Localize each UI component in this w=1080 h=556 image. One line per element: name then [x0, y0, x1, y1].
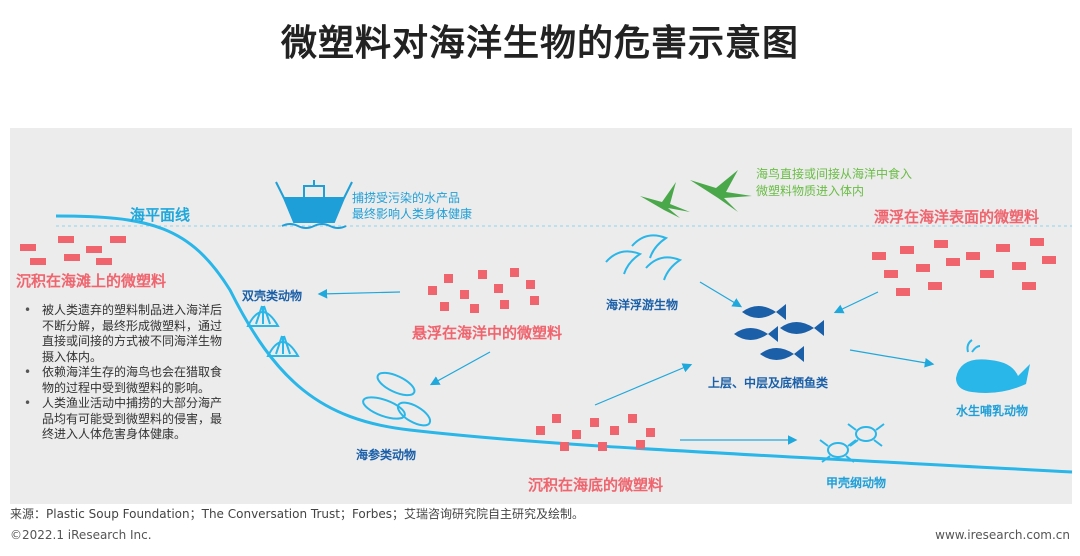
- fish-label: 上层、中层及底栖鱼类: [708, 376, 829, 390]
- fishing-note-line: 捕捞受污染的水产品: [352, 191, 461, 205]
- shoreline-curve: [55, 214, 1073, 474]
- microplastic-icon: [20, 236, 126, 265]
- arrow-icon: [429, 351, 491, 386]
- seabed-label: 沉积在海底的微塑料: [528, 476, 664, 494]
- microplastic-icon: [872, 238, 1056, 296]
- arrow-icon: [833, 291, 879, 314]
- sea-cucumbers-label: 海参类动物: [356, 448, 417, 462]
- arrow-icon: [699, 281, 743, 308]
- mammals-label: 水生哺乳动物: [956, 404, 1029, 418]
- whale-icon: [956, 339, 1030, 393]
- note-item: 被人类遗弃的塑料制品进入海洋后不断分解，最终形成微塑料，通过直接或间接的方式被不…: [22, 303, 222, 365]
- beach-label: 沉积在海滩上的微塑料: [16, 272, 167, 290]
- note-item: 依赖海洋生存的海鸟也会在猎取食物的过程中受到微塑料的影响。: [22, 365, 222, 396]
- seabird-note-line: 海鸟直接或间接从海洋中食入: [756, 167, 913, 181]
- fishing-note-line: 最终影响人类身体健康: [352, 207, 473, 221]
- fishing-boat-icon: [275, 180, 353, 229]
- arrow-icon: [594, 363, 693, 406]
- copyright: ©2022.1 iResearch Inc.: [10, 528, 152, 542]
- shrimp-icon: [605, 234, 683, 281]
- page-title: 微塑料对海洋生物的危害示意图: [280, 23, 799, 64]
- arrow-icon: [849, 349, 935, 368]
- crab-icon: [819, 423, 885, 463]
- bivalves-label: 双壳类动物: [242, 289, 303, 303]
- notes-list: 被人类遗弃的塑料制品进入海洋后不断分解，最终形成微塑料，通过直接或间接的方式被不…: [22, 303, 222, 443]
- bird-icon: [640, 170, 752, 218]
- sea-cucumber-icon: [362, 371, 432, 427]
- shell-icon: [246, 305, 300, 357]
- suspended-label: 悬浮在海洋中的微塑料: [412, 324, 563, 342]
- crustaceans-label: 甲壳纲动物: [826, 476, 887, 490]
- fishing-note: 捕捞受污染的水产品 最终影响人类身体健康: [352, 190, 472, 222]
- sea-level-label: 海平面线: [130, 206, 191, 224]
- website-link[interactable]: www.iresearch.com.cn: [935, 528, 1070, 542]
- fish-icon: [734, 304, 824, 362]
- plankton-label: 海洋浮游生物: [606, 298, 679, 312]
- floating-label: 漂浮在海洋表面的微塑料: [874, 208, 1040, 226]
- note-item: 人类渔业活动中捕捞的大部分海产品均有可能受到微塑料的侵害，最终进入人体危害身体健…: [22, 396, 222, 443]
- microplastic-icon: [428, 268, 539, 313]
- arrow-icon: [317, 289, 401, 299]
- seabird-note-line: 微塑料物质进入体内: [756, 184, 865, 198]
- microplastic-icon: [536, 414, 655, 451]
- source-note: 来源：Plastic Soup Foundation；The Conversat…: [10, 507, 584, 521]
- seabird-note: 海鸟直接或间接从海洋中食入 微塑料物质进入体内: [756, 166, 912, 200]
